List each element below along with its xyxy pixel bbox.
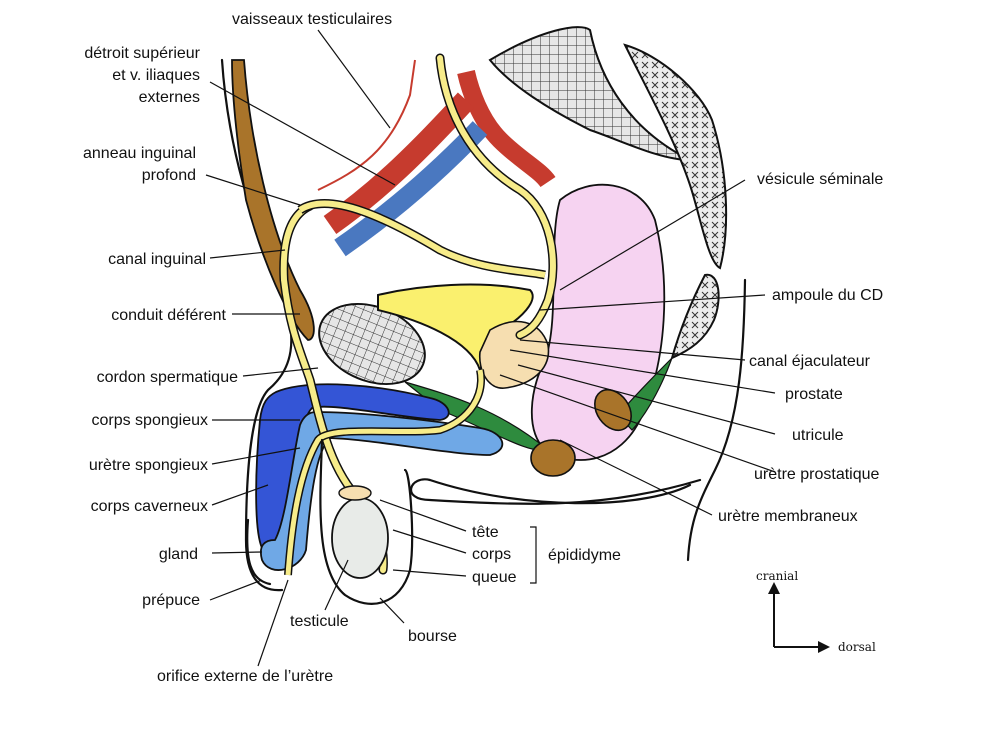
coccyx-upper xyxy=(623,43,728,270)
label-anneau-1: anneau inguinal xyxy=(83,145,196,162)
scrotum xyxy=(319,438,414,605)
label-conduit: conduit déférent xyxy=(111,307,226,324)
label-orifice: orifice externe de l’urètre xyxy=(157,668,333,685)
label-epididyme: épididyme xyxy=(548,547,621,564)
label-prostate: prostate xyxy=(785,386,843,403)
label-bourse: bourse xyxy=(408,628,457,645)
label-detroit-1: détroit supérieur xyxy=(84,45,200,62)
label-detroit-3: externes xyxy=(139,89,200,106)
coccyx-lower xyxy=(670,273,720,360)
label-queue: queue xyxy=(472,569,517,586)
label-vaisseaux: vaisseaux testiculaires xyxy=(232,11,392,28)
orientation-indicator xyxy=(768,582,830,653)
label-detroit-2: et v. iliaques xyxy=(112,67,200,84)
vessel-thin xyxy=(317,59,416,191)
label-utricule: utricule xyxy=(792,427,844,444)
bulbourethral-gland xyxy=(530,439,576,477)
label-tete: tête xyxy=(472,524,499,541)
testicular-artery xyxy=(457,69,556,188)
label-canal-ejac: canal éjaculateur xyxy=(749,353,871,370)
leader-lines xyxy=(205,29,776,667)
label-dorsal: dorsal xyxy=(838,640,876,654)
label-vesicule: vésicule séminale xyxy=(757,171,883,188)
muscle-band xyxy=(231,59,315,341)
posterior-outline xyxy=(686,278,747,562)
label-corps-caverneux: corps caverneux xyxy=(91,498,208,515)
label-corps-spongieux: corps spongieux xyxy=(91,412,208,429)
epididymis-head xyxy=(338,485,372,501)
vas-loop-fill xyxy=(298,200,546,278)
perineum-outline xyxy=(409,478,702,505)
seminal-vesicle-shape xyxy=(530,183,666,461)
label-uretre-memb: urètre membraneux xyxy=(718,508,858,525)
iliac-artery xyxy=(323,92,475,235)
label-cordon: cordon spermatique xyxy=(97,369,239,386)
label-cranial: cranial xyxy=(756,569,798,583)
rectal-sphincter xyxy=(594,388,632,432)
label-anneau-2: profond xyxy=(142,167,196,184)
label-gland: gland xyxy=(159,546,198,563)
label-uretre-prost: urètre prostatique xyxy=(754,466,880,483)
label-canal-inguinal: canal inguinal xyxy=(108,251,206,268)
label-ampoule: ampoule du CD xyxy=(772,287,883,304)
testis-shape xyxy=(331,497,389,579)
label-testicule: testicule xyxy=(290,613,349,630)
label-prepuce: prépuce xyxy=(142,592,200,609)
label-uretre-spongieux: urètre spongieux xyxy=(89,457,208,474)
label-corps: corps xyxy=(472,546,511,563)
urethra-fill xyxy=(285,369,484,576)
prepuce-shape xyxy=(246,518,272,586)
